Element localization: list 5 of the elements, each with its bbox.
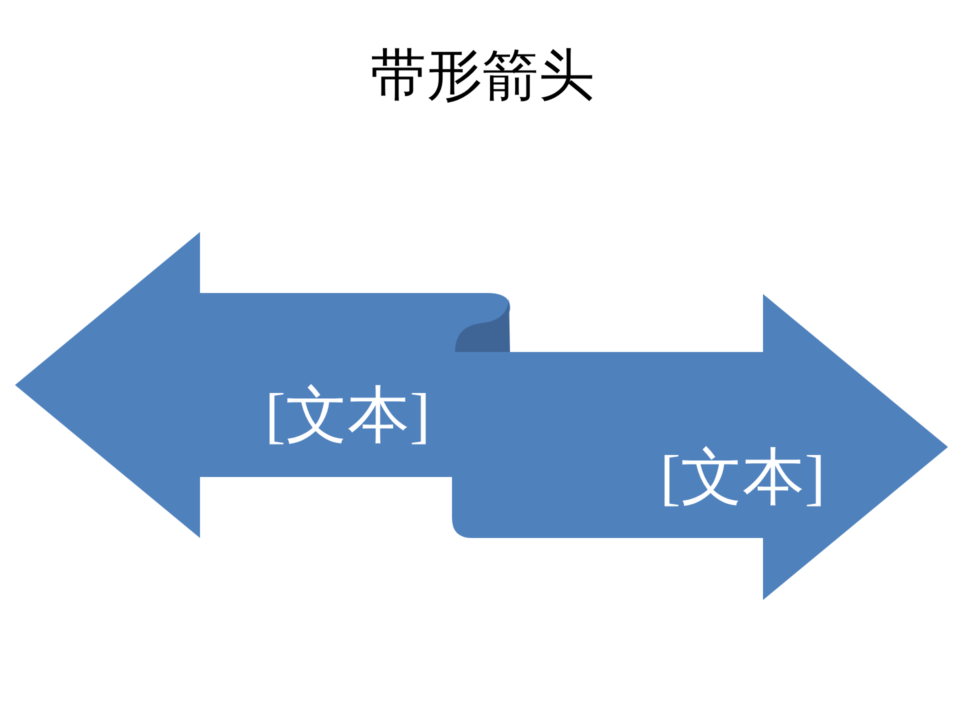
ribbon-arrow xyxy=(452,294,948,600)
ribbon-arrow xyxy=(15,232,512,538)
arrow-text: [文本] xyxy=(660,447,826,509)
title: 带形箭头 xyxy=(370,44,596,109)
arrow-text: [文本] xyxy=(265,385,430,447)
